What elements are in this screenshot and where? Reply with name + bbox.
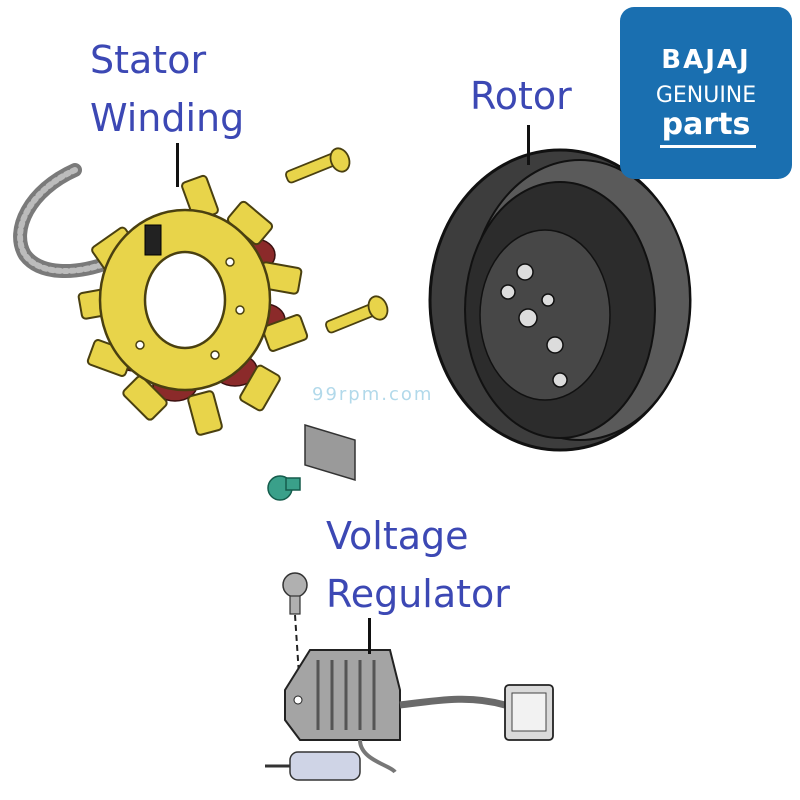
- brand-logo: BAJAJ GENUINE parts: [620, 7, 792, 179]
- stator-icon: [13, 163, 309, 436]
- connector-icon: [504, 684, 554, 741]
- stator-leader-line: [176, 143, 179, 187]
- regulator-label-line2: Regulator: [326, 572, 510, 616]
- bolt-icon: [285, 147, 389, 334]
- stator-label-line2: Winding: [90, 96, 245, 140]
- watermark: 99rpm.com: [312, 384, 434, 405]
- rotor-icon: [428, 148, 692, 452]
- regulator-leader-line: [368, 618, 371, 654]
- rotor-leader-line: [527, 125, 530, 165]
- logo-line2: GENUINE: [655, 83, 757, 108]
- rotor-label: Rotor: [470, 74, 572, 118]
- regulator-label-line1: Voltage: [326, 514, 469, 558]
- stator-label-line1: Stator: [90, 38, 207, 82]
- logo-underline: [660, 145, 756, 148]
- voltage-regulator-icon: [265, 572, 554, 781]
- logo-brand: BAJAJ: [661, 45, 751, 75]
- logo-line3: parts: [661, 107, 751, 142]
- bracket-icon: [267, 423, 356, 501]
